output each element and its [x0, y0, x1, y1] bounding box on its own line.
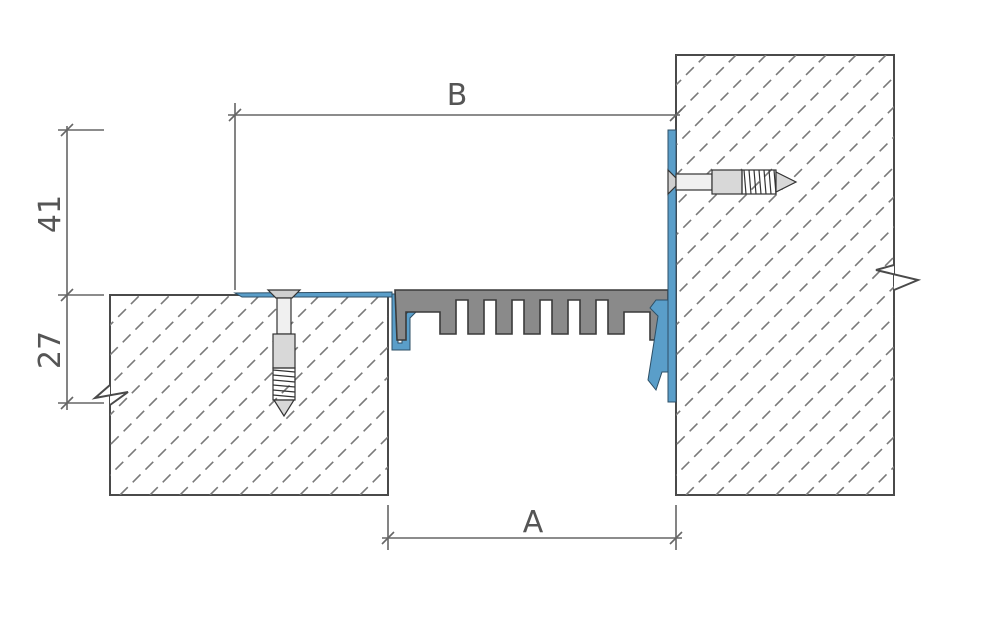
dimension-27-label: 27 [33, 331, 68, 369]
hatch-line [676, 75, 894, 297]
thread-line [753, 169, 757, 195]
hatch-line [956, 55, 1000, 495]
right-concrete-wall [675, 54, 1000, 496]
right-profile [647, 129, 677, 403]
hatch-line [676, 135, 894, 357]
thread-line [743, 169, 747, 195]
dimension-b-label: B [447, 78, 468, 113]
hatch-line [896, 55, 1000, 495]
thread-line [272, 369, 296, 373]
right-profile-hook [647, 299, 669, 392]
hatch-line [149, 295, 351, 495]
thread-line [272, 374, 296, 378]
hatch-line [110, 295, 291, 477]
thread-line [748, 169, 752, 195]
left-anchor-screw [266, 289, 302, 418]
hatch-line [676, 165, 894, 387]
dimension-b: B [228, 78, 683, 290]
hatch-line [676, 105, 894, 327]
hatch-line [986, 55, 1000, 495]
thread-line [272, 389, 296, 393]
dimension-a-label: A [523, 505, 544, 540]
hatch-line [110, 295, 171, 357]
dimension-a: A [381, 505, 683, 550]
hatch-line [676, 255, 894, 477]
thread-line [768, 169, 772, 195]
thread-line [272, 384, 296, 388]
hatch-line [209, 315, 388, 495]
hatch-line [676, 225, 894, 447]
right-anchor-screw [667, 168, 798, 196]
dimension-41-label: 41 [33, 195, 68, 233]
right-break-line [875, 264, 922, 291]
hatch-line [926, 55, 1000, 495]
hatch-line [110, 295, 111, 297]
left-concrete-slab [91, 294, 389, 496]
thread-line [272, 379, 296, 383]
hatch-line [110, 295, 201, 387]
right-wall-hatching [676, 55, 1000, 495]
thread-line [763, 169, 767, 195]
hatch-line [110, 295, 231, 417]
hatch-line [179, 295, 381, 495]
dimension-vertical: 41 27 [33, 123, 104, 410]
thread-line [758, 169, 762, 195]
left-break-line [91, 384, 129, 406]
hatch-line [676, 195, 894, 417]
thread-line [272, 394, 296, 398]
rubber-insert [394, 289, 669, 341]
left-profile-top-flange [233, 291, 393, 298]
hatch-line [110, 295, 261, 447]
